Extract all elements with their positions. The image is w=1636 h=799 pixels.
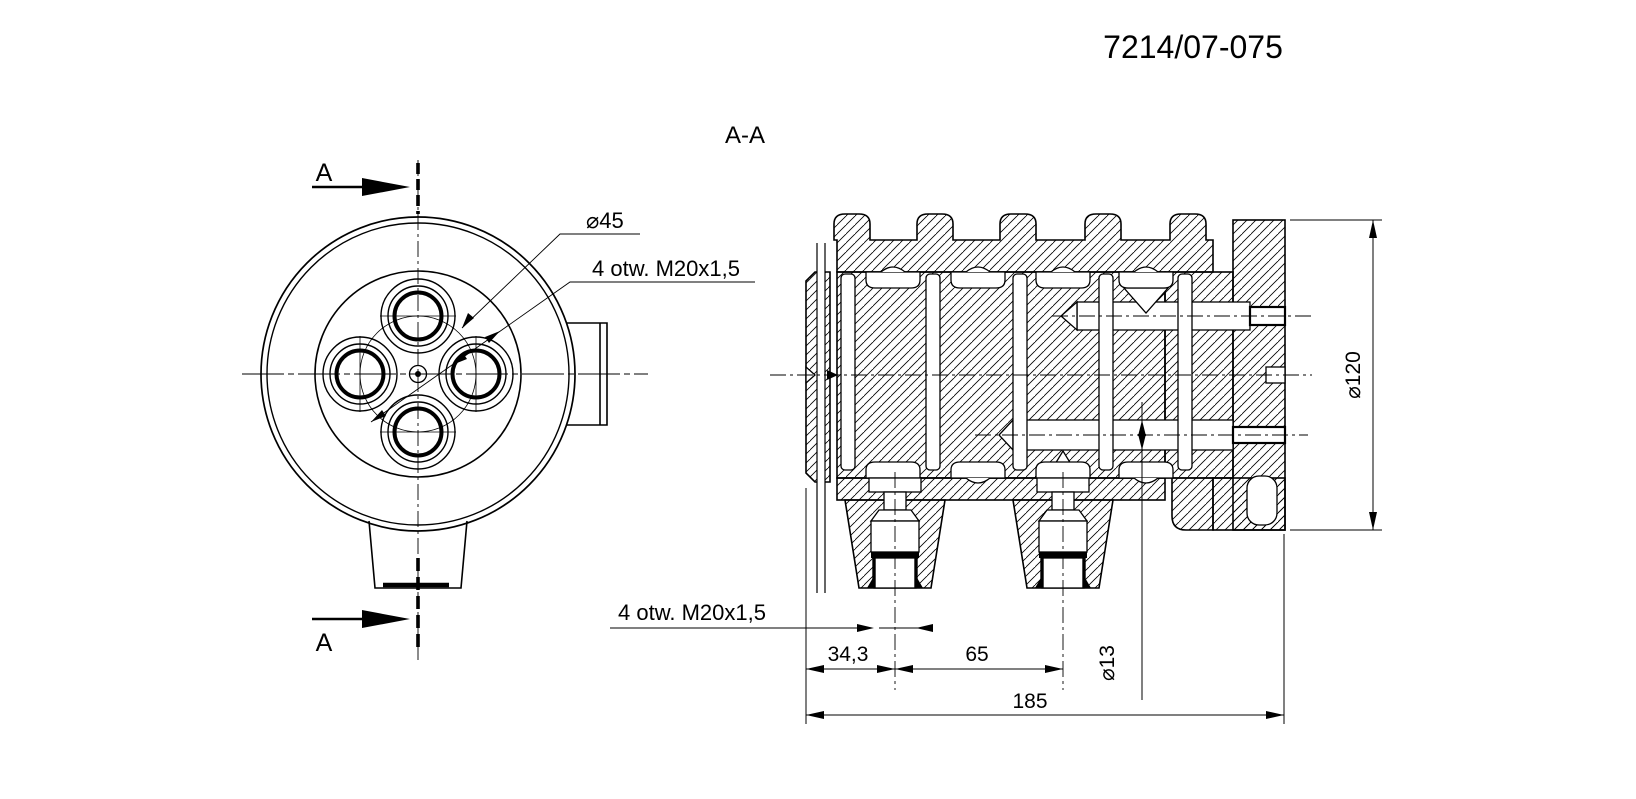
dim-hole-offset (806, 665, 895, 673)
callout-bolt-circle: ⌀45 (586, 208, 624, 233)
dim-outer-text: ⌀120 (1342, 351, 1365, 399)
bottom-pockets (865, 461, 1174, 484)
centerlines (242, 160, 648, 660)
section-cut-arrows (312, 178, 410, 628)
dim-bore-text: ⌀13 (1096, 645, 1119, 681)
dim-bore-diameter (1138, 402, 1146, 700)
dimension-annotations (610, 219, 1382, 724)
cut-label-top: A (316, 159, 333, 187)
end-rod (816, 243, 826, 593)
cut-label-bottom: A (316, 629, 333, 657)
leader-holes-section (610, 624, 933, 632)
dim-outer-diameter (1290, 219, 1382, 531)
leader-bolt-circle (461, 233, 640, 329)
dim-length-text: 185 (1012, 690, 1047, 713)
tie-rod-channels (840, 273, 1193, 471)
front-view (242, 160, 755, 660)
top-pockets (865, 266, 1174, 289)
dim-spacing-text: 65 (965, 643, 988, 666)
cut-arrow-bottom (312, 610, 410, 628)
foot-notch (1246, 475, 1278, 526)
axis-arrow (827, 370, 838, 380)
dim-overall-length (805, 488, 1285, 724)
section-view (770, 213, 1312, 690)
drawing-number: 7214/07-075 (1103, 29, 1283, 65)
top-plate (833, 213, 1214, 273)
dim-offset-text: 34,3 (828, 643, 869, 666)
callout-holes-front: 4 otw. M20x1,5 (592, 256, 740, 281)
connector-foot (1171, 477, 1214, 531)
cut-arrow-top (312, 178, 410, 196)
callout-holes-section: 4 otw. M20x1,5 (618, 600, 766, 625)
section-label: A-A (725, 122, 765, 149)
dim-hole-spacing (895, 665, 1063, 673)
leader-holes-front (370, 281, 755, 423)
